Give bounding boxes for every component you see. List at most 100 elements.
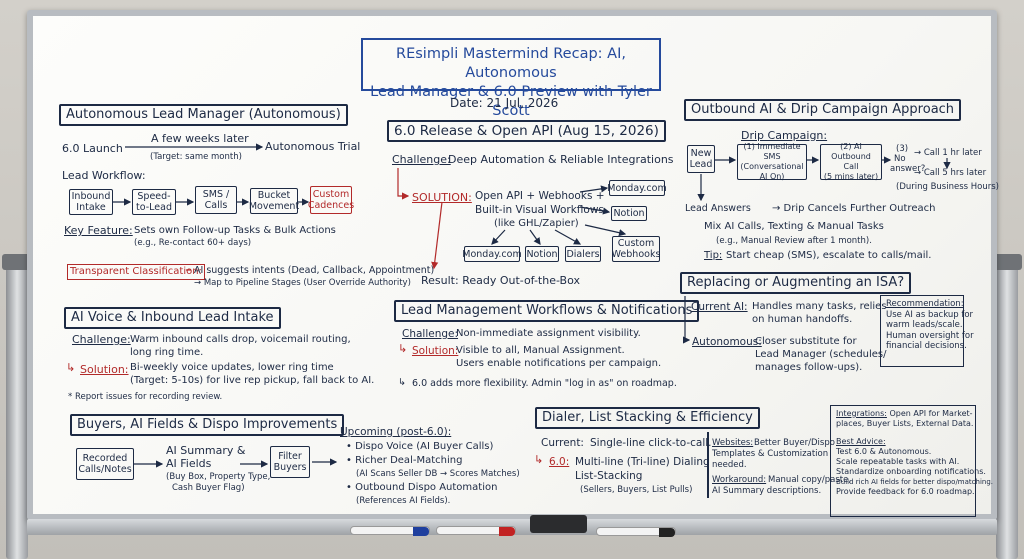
voice-solution-line-2: (Target: 5-10s) for live rep pickup, fal… (130, 375, 375, 386)
websites-line-3: needed. (712, 460, 747, 470)
best-advice-line-3: Standardize onboarding notifications. (836, 467, 986, 476)
websites-line-2: Templates & Customization (712, 449, 829, 459)
rec-label: Recommendation: (886, 299, 964, 309)
lmw-challenge-text: Non-immediate assignment visibility. (456, 328, 641, 339)
release-heading: 6.0 Release & Open API (Aug 15, 2026) (387, 120, 666, 142)
black-marker-cap (659, 528, 675, 537)
lmw-solution-arrow: ↳ (398, 342, 408, 355)
tip-text: Start cheap (SMS), escalate to calls/mai… (726, 250, 932, 261)
voice-solution-line-1: Bi-weekly voice updates, lower ring time (130, 362, 334, 373)
dialer-v6-line-3: (Sellers, Buyers, List Pulls) (580, 485, 693, 495)
dialer-current-label: Current: (541, 437, 584, 449)
ai-outbound-call-box: (2) AI Outbound Call (5 mins later) (820, 142, 882, 181)
buyers-filter-label: Filter Buyers (273, 451, 307, 473)
dialer-current-text: Single-line click-to-call. (590, 437, 712, 449)
advice-box: Integrations: Open API for Market- place… (830, 405, 993, 517)
upcoming-item-2: • Richer Deal-Matching (346, 455, 463, 466)
release-solution-line-1: Open API + Webhooks + (475, 190, 605, 202)
best-advice-line-2: Scale repeatable tasks with AI. (836, 457, 960, 466)
integrations-label: Integrations: (836, 409, 887, 418)
release-solution-label: SOLUTION: (412, 191, 472, 204)
release-solution-line-3: (like GHL/Zapier) (494, 218, 579, 229)
voice-heading: AI Voice & Inbound Lead Intake (64, 307, 281, 329)
isa-auto-line-3: manages follow-ups). (755, 362, 863, 373)
workaround-line-1: Manual copy/paste, (768, 475, 852, 485)
release-challenge-label: Challenge: (392, 153, 451, 166)
voice-challenge-line-2: long ring time. (130, 347, 204, 358)
ai-outbound-call-line-3: (5 mins later) (823, 172, 879, 181)
integration-monday-bottom-label: Monday.com (462, 248, 522, 260)
red-marker[interactable] (436, 526, 516, 536)
buyers-summary-line-2: AI Fields (166, 457, 212, 470)
best-advice-line-5: Provide feedback for 6.0 roadmap. (836, 487, 975, 496)
best-advice-label: Best Advice: (836, 437, 886, 446)
isa-current-label: Current AI: (691, 301, 748, 313)
ai-outbound-call-line-1: (2) AI Outbound (831, 142, 871, 161)
step-inbound-intake: Inbound Intake (69, 189, 113, 215)
integration-notion-bottom: Notion (525, 246, 559, 262)
call-1-hr: → Call 1 hr later (914, 148, 982, 158)
blue-marker[interactable] (350, 526, 430, 536)
buyers-summary-sub-2: Cash Buyer Flag) (172, 483, 245, 493)
dialer-v6-arrow: ↳ (534, 453, 544, 466)
black-marker[interactable] (596, 527, 676, 537)
alm-tc-sub: → Map to Pipeline Stages (User Override … (194, 278, 411, 288)
right-stand-leg (992, 254, 1022, 559)
best-advice-line-1: Test 6.0 & Autonomous. (836, 447, 932, 456)
isa-heading: Replacing or Augmenting an ISA? (680, 272, 912, 294)
alm-heading: Autonomous Lead Manager (Autonomous) (59, 104, 348, 126)
buyers-filter-box: Filter Buyers (270, 446, 310, 478)
integration-monday-top-label: Monday.com (607, 182, 667, 194)
alm-workflow-label: Lead Workflow: (62, 169, 146, 182)
integration-monday-top: Monday.com (607, 180, 667, 196)
no-answer-line-1: (3) (896, 144, 909, 154)
integration-monday-bottom: Monday.com (462, 246, 522, 262)
lmw-note-arrow: ↳ (398, 377, 406, 388)
isa-current-line-1: Handles many tasks, relies (752, 301, 887, 312)
eraser[interactable] (530, 515, 587, 533)
business-hours: (During Business Hours) (896, 182, 999, 192)
new-lead-box: New Lead (687, 145, 715, 173)
step-speed-to-lead: Speed-to-Lead (132, 189, 176, 215)
isa-current-line-2: on human handoffs. (752, 314, 853, 325)
alm-later: A few weeks later (151, 132, 249, 145)
voice-solution-label: Solution: (80, 363, 129, 376)
blue-marker-cap (413, 527, 429, 536)
step-bucket-movement: Bucket Movement (248, 188, 300, 214)
alm-launch: 6.0 Launch (62, 142, 123, 155)
release-challenge-text: Deep Automation & Reliable Integrations (448, 153, 674, 166)
title-line-1: REsimpli Mastermind Recap: AI, Autonomou… (396, 46, 626, 81)
dialer-v6-line-2: List-Stacking (575, 470, 643, 482)
rec-line-4: financial decisions. (886, 341, 967, 351)
release-solution-line-2: Built-in Visual Workflows (475, 204, 604, 216)
immediate-sms-box: (1) Immediate SMS (Conversational AI On) (737, 142, 807, 181)
step-inbound-intake-label: Inbound Intake (71, 191, 111, 213)
immediate-sms-line-3: AI On) (759, 172, 785, 181)
buyers-recorded-label: Recorded Calls/Notes (78, 453, 132, 475)
upcoming-label: Upcoming (post-6.0): (340, 426, 452, 438)
workaround-line-2: AI Summary descriptions. (712, 486, 822, 496)
workaround-label: Workaround: (712, 475, 767, 485)
websites-label: Websites: (712, 438, 754, 448)
new-lead-label: New Lead (689, 148, 713, 170)
buyers-summary-line-1: AI Summary & (166, 444, 246, 457)
immediate-sms-line-2: (Conversational (740, 162, 804, 171)
step-bucket-movement-label: Bucket Movement (248, 190, 300, 212)
integration-notion-bottom-label: Notion (526, 248, 558, 260)
upcoming-item-3: (AI Scans Seller DB → Scores Matches) (356, 469, 520, 479)
integrations-line-1: Open API for Market- (889, 409, 973, 418)
alm-target: (Target: same month) (150, 152, 242, 162)
tip-label: Tip: (704, 250, 723, 261)
upcoming-item-4: • Outbound Dispo Automation (346, 482, 498, 493)
ai-outbound-call-line-2: Call (843, 162, 859, 171)
alm-trial: Autonomous Trial (265, 140, 361, 153)
voice-solution-arrow: ↳ (66, 361, 76, 374)
isa-auto-label: Autonomous: (692, 336, 762, 348)
upcoming-item-1: • Dispo Voice (AI Buyer Calls) (346, 441, 494, 452)
lmw-challenge-label: Challenge: (402, 328, 459, 340)
rec-line-3: Human oversight for (886, 330, 974, 341)
drip-label: Drip Campaign: (741, 129, 828, 142)
integration-notion-top: Notion (611, 206, 647, 221)
lmw-solution-label: Solution: (412, 345, 459, 357)
lmw-solution-line-2: Users enable notifications per campaign. (456, 358, 662, 369)
